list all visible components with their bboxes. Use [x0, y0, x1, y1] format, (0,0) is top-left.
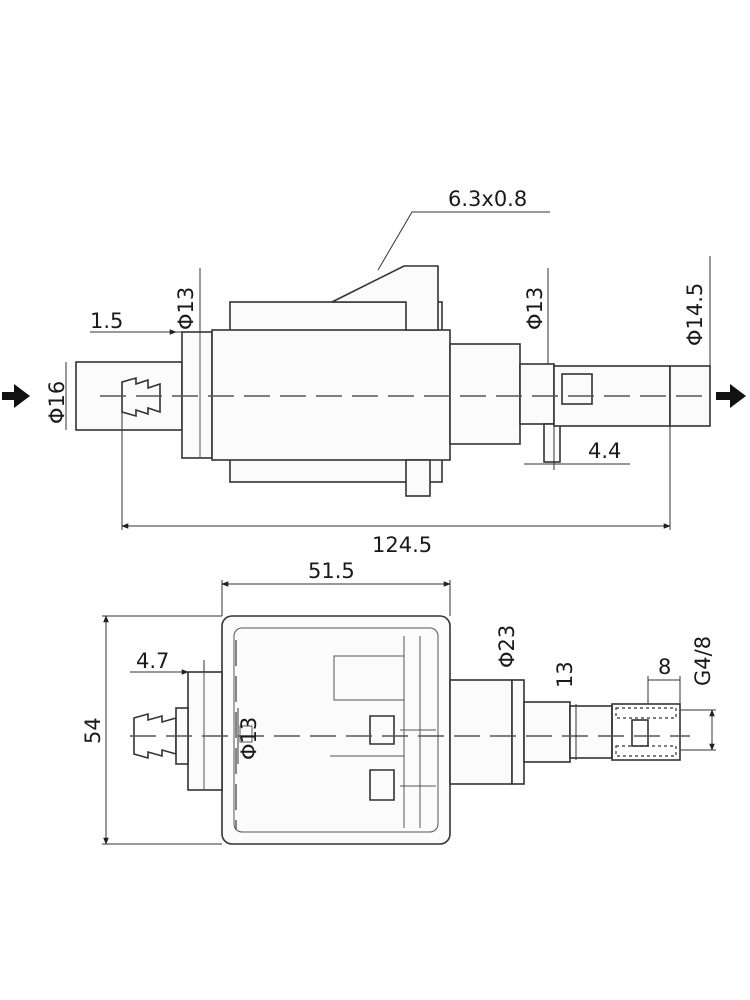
terminal-block	[331, 265, 439, 331]
inlet-tube	[75, 361, 183, 431]
nozzle-length-label: 13	[553, 661, 577, 688]
threaded-coupling	[611, 703, 681, 761]
inlet-diameter-label: Φ13	[237, 717, 261, 760]
inlet-flow-arrow-icon	[2, 384, 30, 408]
side-inlet-flange	[187, 671, 223, 791]
hose-barb	[121, 376, 161, 418]
outlet-nut	[561, 373, 593, 405]
outlet-diameter-right-label: Φ13	[523, 287, 547, 330]
inlet-hose-diameter-label: Φ16	[45, 381, 69, 424]
top-view: 6.3x0.8 Φ13 1.5 Φ16 Φ13 Φ14.5 4.4 124.5	[2, 187, 746, 557]
coil-housing	[211, 329, 451, 461]
outlet-flow-arrow-icon	[716, 384, 746, 408]
mount-tab	[405, 459, 431, 497]
outlet-foot	[543, 423, 561, 463]
terminal-size-label: 6.3x0.8	[448, 187, 527, 211]
thread-length-label: 8	[658, 655, 671, 679]
spacer-width-label: 1.5	[90, 309, 123, 333]
terminal-leader	[377, 211, 550, 271]
outlet-collar	[519, 363, 555, 425]
thread-size-label: G4/8	[691, 636, 715, 686]
side-valve-section	[449, 679, 513, 785]
coil-diameter-label: Φ23	[495, 625, 519, 668]
outlet-offset-label: 4.4	[588, 439, 621, 463]
outlet-diameter-label: Φ13	[174, 287, 198, 330]
flange-width-label: 4.7	[136, 649, 169, 673]
outlet-pipe-diameter-label: Φ14.5	[683, 283, 707, 346]
valve-section	[449, 343, 521, 445]
inlet-flange	[181, 331, 213, 459]
side-nozzle	[523, 701, 571, 763]
overall-height-label: 54	[81, 717, 105, 744]
side-view: 51.5 54 4.7 Φ13 Φ23 13 8 G4/8	[81, 559, 716, 845]
terminal-upper	[369, 715, 395, 745]
body-length-label: 51.5	[308, 559, 355, 583]
terminal-lower	[369, 769, 395, 801]
overall-length-label: 124.5	[372, 533, 432, 557]
